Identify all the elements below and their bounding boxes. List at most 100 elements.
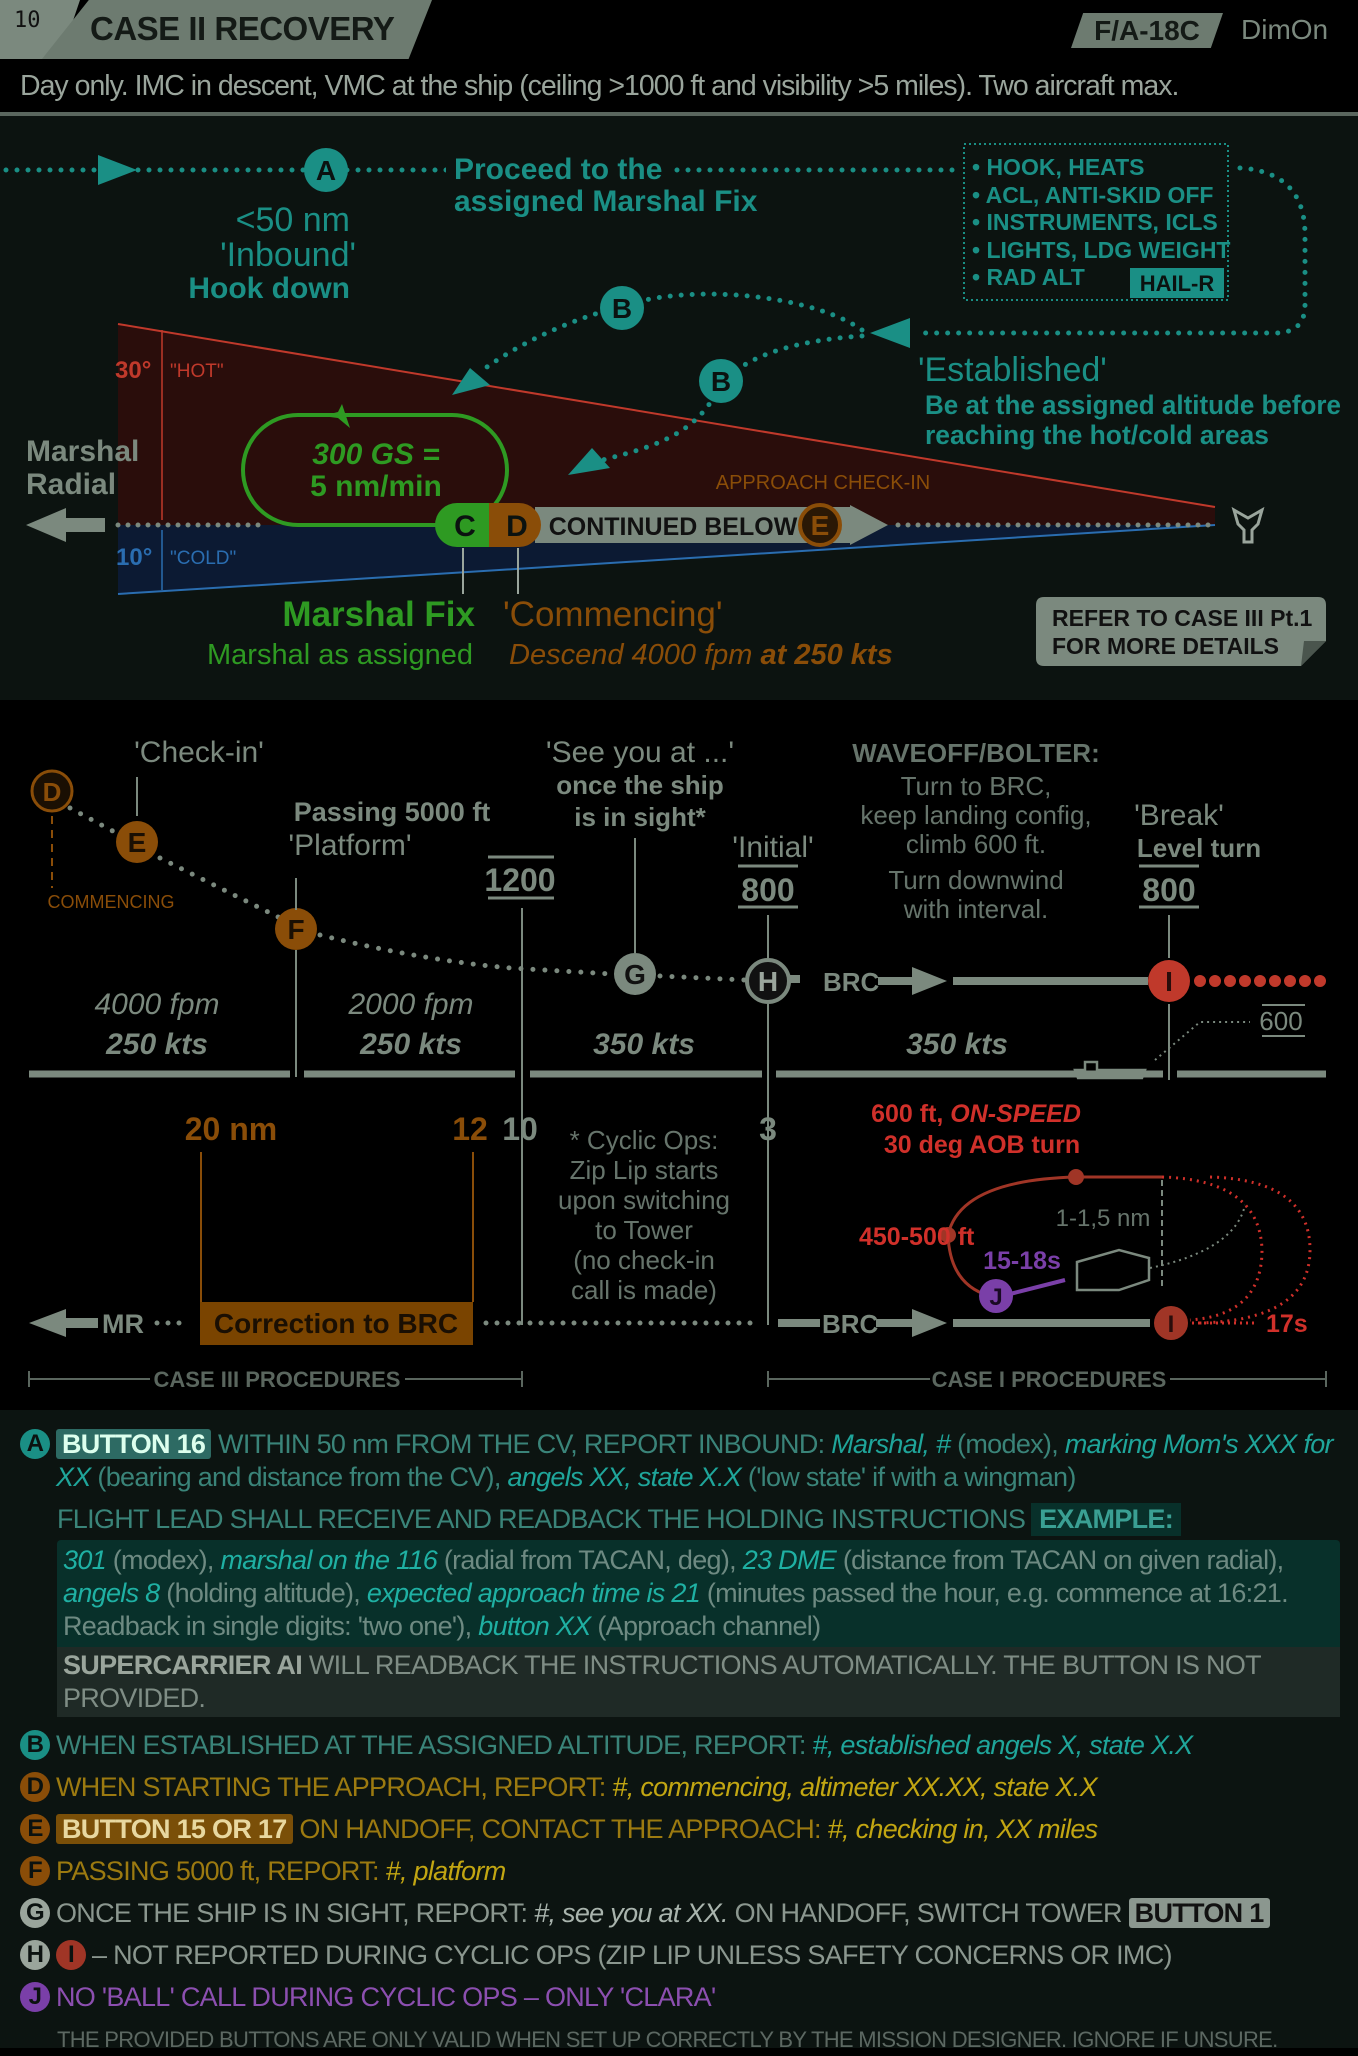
commencing-label: COMMENCING	[48, 892, 175, 912]
svg-text:F: F	[287, 914, 304, 945]
see-you-call: 'See you at ...'	[546, 736, 734, 769]
marker-e: E	[20, 1814, 50, 1844]
downwind-path	[946, 1175, 1162, 1236]
arrow-icon	[850, 505, 888, 545]
hot-boundary	[117, 323, 1216, 508]
segment-2-rate: 2000 fpm	[347, 988, 473, 1021]
svg-text:upon switching: upon switching	[558, 1185, 730, 1215]
marker-f: F	[20, 1856, 50, 1886]
checkin-call: 'Check-in'	[134, 736, 264, 769]
procedure-diagram: 30° "HOT" 10° "COLD" Proceed to the assi…	[0, 116, 1358, 1392]
carrier-icon	[1231, 506, 1265, 544]
svg-text:D: D	[43, 777, 62, 807]
marker-d	[489, 503, 541, 547]
left-arrow-icon	[26, 508, 105, 542]
hail-r-text: HAIL-R	[1140, 271, 1215, 296]
segment-4-speed: 350 kts	[906, 1028, 1008, 1061]
author: DimOn	[1241, 14, 1329, 45]
marker-a: A	[20, 1429, 50, 1459]
case-iii-bracket	[28, 1371, 523, 1387]
aircraft-icon	[322, 404, 350, 428]
divider	[0, 112, 1358, 116]
left-arrow-icon	[29, 1309, 98, 1337]
checklist-item: • LIGHTS, LDG WEIGHT	[972, 237, 1230, 263]
radio-phrase: #, established angels X, state X.X	[812, 1730, 1194, 1760]
radio-phrase: angels XX, state X.X	[507, 1462, 742, 1492]
marker-f: F	[275, 908, 317, 950]
holding-path-upper	[477, 291, 865, 375]
arrow-icon	[912, 1309, 947, 1337]
radio-phrase: button XX	[478, 1611, 591, 1641]
radio-phrase: marking Mom's XXX for XX	[56, 1429, 1334, 1492]
svg-text:I: I	[1165, 966, 1173, 997]
arrow-icon	[912, 967, 947, 995]
marker-i: I	[1148, 960, 1190, 1002]
correction-to-brc-box	[200, 1302, 473, 1345]
cold-label: "COLD"	[170, 548, 236, 569]
segment-1-rate: 4000 fpm	[94, 988, 219, 1021]
flight-lead-text: FLIGHT LEAD SHALL RECEIVE AND READBACK T…	[57, 1504, 1026, 1534]
ship-icon	[1073, 1060, 1147, 1080]
note-text: (Approach channel)	[590, 1611, 821, 1641]
marker-d: D	[20, 1772, 50, 1802]
holding-arrow-icon	[870, 318, 910, 348]
radio-phrase: angels 8	[63, 1578, 160, 1608]
marker-a: A	[304, 148, 348, 192]
hot-label: "HOT"	[170, 361, 224, 382]
radio-phrase: marshal on the 116	[220, 1545, 438, 1575]
flight-lead-note: FLIGHT LEAD SHALL RECEIVE AND READBACK T…	[57, 1503, 1340, 1536]
marshal-radial-label-2: Radial	[26, 468, 116, 501]
continued-below-text: CONTINUED BELOW	[549, 513, 798, 541]
note-text: WILL READBACK THE INSTRUCTIONS AUTOMATIC…	[63, 1650, 1261, 1713]
svg-text:E: E	[128, 827, 147, 858]
carrier-deck-icon	[1075, 1248, 1151, 1292]
note-text: (holding altitude),	[159, 1578, 367, 1608]
checklist-box	[963, 143, 1229, 301]
commencing-call: 'Commencing'	[503, 595, 723, 634]
correction-to-brc-text: Correction to BRC	[214, 1308, 458, 1339]
proceed-text-bg	[446, 148, 672, 188]
time-15-18s: 15-18s	[983, 1247, 1061, 1275]
marker-e: E	[798, 503, 842, 547]
svg-text:Turn to BRC,: Turn to BRC,	[901, 771, 1052, 801]
checklist-item: • INSTRUMENTS, ICLS	[972, 209, 1218, 235]
note-text: NO 'BALL' CALL DURING CYCLIC OPS – ONLY …	[56, 1982, 716, 2012]
hot-area	[118, 324, 1215, 525]
marker-c	[435, 503, 489, 547]
break-call: 'Break'	[1134, 799, 1224, 832]
marker-h: H	[745, 958, 791, 1004]
example-box: 301 (modex), marshal on the 116 (radial …	[57, 1540, 1340, 1647]
passing-5000: Passing 5000 ft	[294, 797, 491, 827]
svg-text:G: G	[624, 959, 646, 990]
cold-angle: 10°	[116, 544, 152, 571]
see-you-note-2: is in sight*	[574, 802, 706, 832]
svg-text:A: A	[316, 155, 336, 186]
note-text: (distance from TACAN on given radial),	[836, 1545, 1284, 1575]
example-label: EXAMPLE:	[1031, 1503, 1182, 1536]
note-text: ONCE THE SHIP IS IN SIGHT, REPORT:	[56, 1898, 535, 1928]
descent-path	[67, 805, 748, 983]
radio-phrase: Marshal, #	[831, 1429, 951, 1459]
radio-phrase: #, checking in, XX miles	[827, 1814, 1099, 1844]
segment-2-speed: 250 kts	[359, 1028, 462, 1061]
footer-disclaimer: THE PROVIDED BUTTONS ARE ONLY VALID WHEN…	[57, 2027, 1278, 2052]
svg-text:WAVEOFF/BOLTER:: WAVEOFF/BOLTER:	[852, 738, 1099, 768]
note-text: PASSING 5000 ft, REPORT:	[56, 1856, 386, 1886]
marker-j: J	[979, 1279, 1013, 1313]
note-text: (bearing and distance from the CV),	[90, 1462, 508, 1492]
continued-below-band	[535, 507, 850, 543]
page-title: CASE II RECOVERY	[42, 0, 432, 59]
svg-text:keep landing config,: keep landing config,	[860, 800, 1091, 830]
segment-1-speed: 250 kts	[105, 1028, 208, 1061]
waveoff-note: WAVEOFF/BOLTER: Turn to BRC, keep landin…	[852, 738, 1099, 924]
svg-text:Zip Lip starts: Zip Lip starts	[570, 1155, 719, 1185]
svg-text:climb 600 ft.: climb 600 ft.	[906, 829, 1046, 859]
refer-case-iii-note[interactable]: REFER TO CASE III Pt.1 FOR MORE DETAILS	[1036, 597, 1326, 666]
note-text: ON HANDOFF, SWITCH TOWER	[727, 1898, 1129, 1928]
marker-c-letter: C	[454, 510, 476, 543]
